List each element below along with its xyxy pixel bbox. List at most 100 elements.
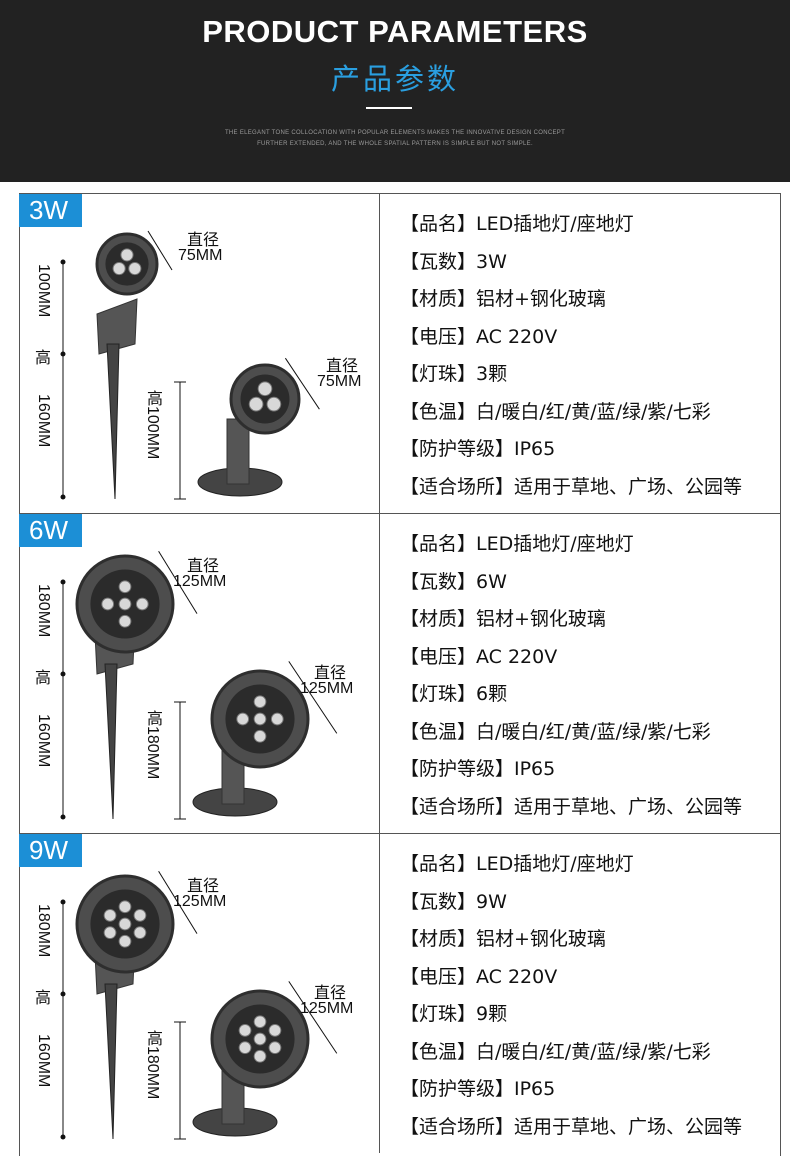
- spec-voltage: 【电压】AC 220V: [400, 325, 558, 348]
- dimension-dot: [60, 579, 66, 585]
- led-icon: [103, 926, 117, 940]
- spike-height-top: 180MM: [35, 584, 52, 638]
- spec-wattage: 【瓦数】9W: [400, 890, 507, 913]
- spike-height-bottom: 160MM: [35, 394, 52, 448]
- led-icon: [253, 1015, 267, 1029]
- led-icon: [266, 396, 282, 412]
- spike-height-mid: 高: [35, 350, 52, 367]
- spike-height-top: 100MM: [35, 264, 52, 318]
- lamp-lens: [240, 374, 290, 424]
- spec-led-count: 【灯珠】9颗: [400, 1003, 508, 1025]
- led-icon: [270, 712, 284, 726]
- diameter-line: [284, 357, 320, 410]
- spec-voltage: 【电压】AC 220V: [400, 965, 558, 988]
- led-icon: [268, 1041, 282, 1055]
- spec-led-count: 【灯珠】6颗: [400, 683, 508, 705]
- dimension-dot: [60, 899, 66, 905]
- led-icon: [253, 1032, 267, 1046]
- spike-height-top: 180MM: [35, 904, 52, 958]
- spec-application: 【适合场所】适用于草地、广场、公园等: [400, 475, 743, 498]
- product-row-3w: 3W 直径 75MM 直径 75MM 100MM 高 160MM 高100MM …: [19, 193, 780, 513]
- base-height: 高100MM: [144, 390, 161, 460]
- led-icon: [135, 597, 149, 611]
- led-icon: [253, 695, 267, 709]
- spec-name: 【品名】LED插地灯/座地灯: [400, 533, 634, 555]
- spike-height-bottom: 160MM: [35, 1034, 52, 1088]
- led-icon: [118, 614, 132, 628]
- product-illustration: [60, 550, 338, 820]
- spec-material: 【材质】铝材+钢化玻璃: [400, 928, 606, 950]
- tagline-line-2: FURTHER EXTENDED, AND THE WHOLE SPATIAL …: [257, 141, 533, 147]
- spec-list: 【品名】LED插地灯/座地灯 【瓦数】9W 【材质】铝材+钢化玻璃 【电压】AC…: [400, 846, 780, 1146]
- led-icon: [118, 580, 132, 594]
- product-row-9w: 9W 直径 125MM 直径 125MM 180MM 高 160MM 高180M…: [19, 833, 780, 1153]
- diameter-line: [158, 550, 198, 614]
- spec-application: 【适合场所】适用于草地、广场、公园等: [400, 795, 743, 818]
- wattage-badge: 9W: [19, 834, 82, 867]
- spec-voltage: 【电压】AC 220V: [400, 645, 558, 668]
- diameter-value-1: 125MM: [173, 573, 227, 590]
- parameters-table: 3W 直径 75MM 直径 75MM 100MM 高 160MM 高100MM …: [19, 193, 781, 1156]
- led-icon: [238, 1041, 252, 1055]
- spec-name: 【品名】LED插地灯/座地灯: [400, 213, 634, 235]
- spike-height-bottom: 160MM: [35, 714, 52, 768]
- wattage-badge: 6W: [19, 514, 82, 547]
- led-icon: [253, 1049, 267, 1063]
- led-icon: [118, 597, 132, 611]
- page-header: PRODUCT PARAMETERS 产品参数 THE ELEGANT TONE…: [0, 0, 790, 182]
- product-image-cell: 6W 直径 125MM 直径 125MM 180MM 高 160MM 高180M…: [19, 514, 380, 833]
- led-icon: [103, 908, 117, 922]
- product-illustration: [60, 230, 320, 500]
- led-icon: [268, 1023, 282, 1037]
- product-illustration: [60, 870, 338, 1140]
- dimension-dot: [60, 494, 66, 500]
- led-icon: [253, 712, 267, 726]
- spec-material: 【材质】铝材+钢化玻璃: [400, 288, 606, 310]
- diameter-value-1: 125MM: [173, 893, 227, 910]
- spike-height-mid: 高: [35, 990, 52, 1007]
- diameter-value-2: 125MM: [300, 680, 354, 697]
- diameter-line: [158, 870, 198, 934]
- title-cn: 产品参数: [330, 62, 459, 96]
- spec-ip-rating: 【防护等级】IP65: [400, 438, 556, 460]
- spec-list: 【品名】LED插地灯/座地灯 【瓦数】3W 【材质】铝材+钢化玻璃 【电压】AC…: [400, 206, 780, 506]
- led-icon: [112, 261, 126, 276]
- spike-shape: [104, 663, 118, 820]
- diameter-label-1: 直径: [187, 878, 220, 895]
- spec-application: 【适合场所】适用于草地、广场、公园等: [400, 1115, 743, 1138]
- diameter-label-2: 直径: [326, 358, 359, 375]
- led-icon: [248, 396, 264, 412]
- led-icon: [253, 729, 267, 743]
- spec-color-temp: 【色温】白/暖白/红/黄/蓝/绿/紫/七彩: [400, 400, 711, 423]
- base-height: 高180MM: [144, 1030, 161, 1100]
- dimension-dot: [60, 259, 66, 265]
- diameter-line: [288, 661, 338, 734]
- product-row-6w: 6W 直径 125MM 直径 125MM 180MM 高 160MM 高180M…: [19, 513, 780, 833]
- led-icon: [118, 934, 132, 948]
- title-en: PRODUCT PARAMETERS: [202, 14, 588, 49]
- diameter-value-1: 75MM: [178, 247, 223, 264]
- spike-shape: [106, 343, 120, 500]
- diameter-label-1: 直径: [187, 558, 220, 575]
- led-icon: [257, 381, 273, 397]
- led-icon: [128, 261, 142, 276]
- spec-ip-rating: 【防护等级】IP65: [400, 758, 556, 780]
- led-icon: [118, 917, 132, 931]
- diameter-label-2: 直径: [314, 985, 347, 1002]
- spec-list: 【品名】LED插地灯/座地灯 【瓦数】6W 【材质】铝材+钢化玻璃 【电压】AC…: [400, 526, 780, 826]
- spec-wattage: 【瓦数】6W: [400, 570, 507, 593]
- spec-ip-rating: 【防护等级】IP65: [400, 1078, 556, 1100]
- lamp-lens: [105, 242, 149, 286]
- led-icon: [133, 908, 147, 922]
- spike-height-mid: 高: [35, 670, 52, 687]
- title-divider: [366, 107, 412, 109]
- bracket-shape: [96, 298, 138, 355]
- led-icon: [238, 1023, 252, 1037]
- product-image-cell: 9W 直径 125MM 直径 125MM 180MM 高 160MM 高180M…: [19, 834, 380, 1153]
- product-image-cell: 3W 直径 75MM 直径 75MM 100MM 高 160MM 高100MM: [19, 194, 380, 513]
- diameter-line: [147, 230, 173, 271]
- spec-color-temp: 【色温】白/暖白/红/黄/蓝/绿/紫/七彩: [400, 1040, 711, 1063]
- dimension-dot: [60, 671, 66, 677]
- led-icon: [118, 900, 132, 914]
- spike-shape: [104, 983, 118, 1140]
